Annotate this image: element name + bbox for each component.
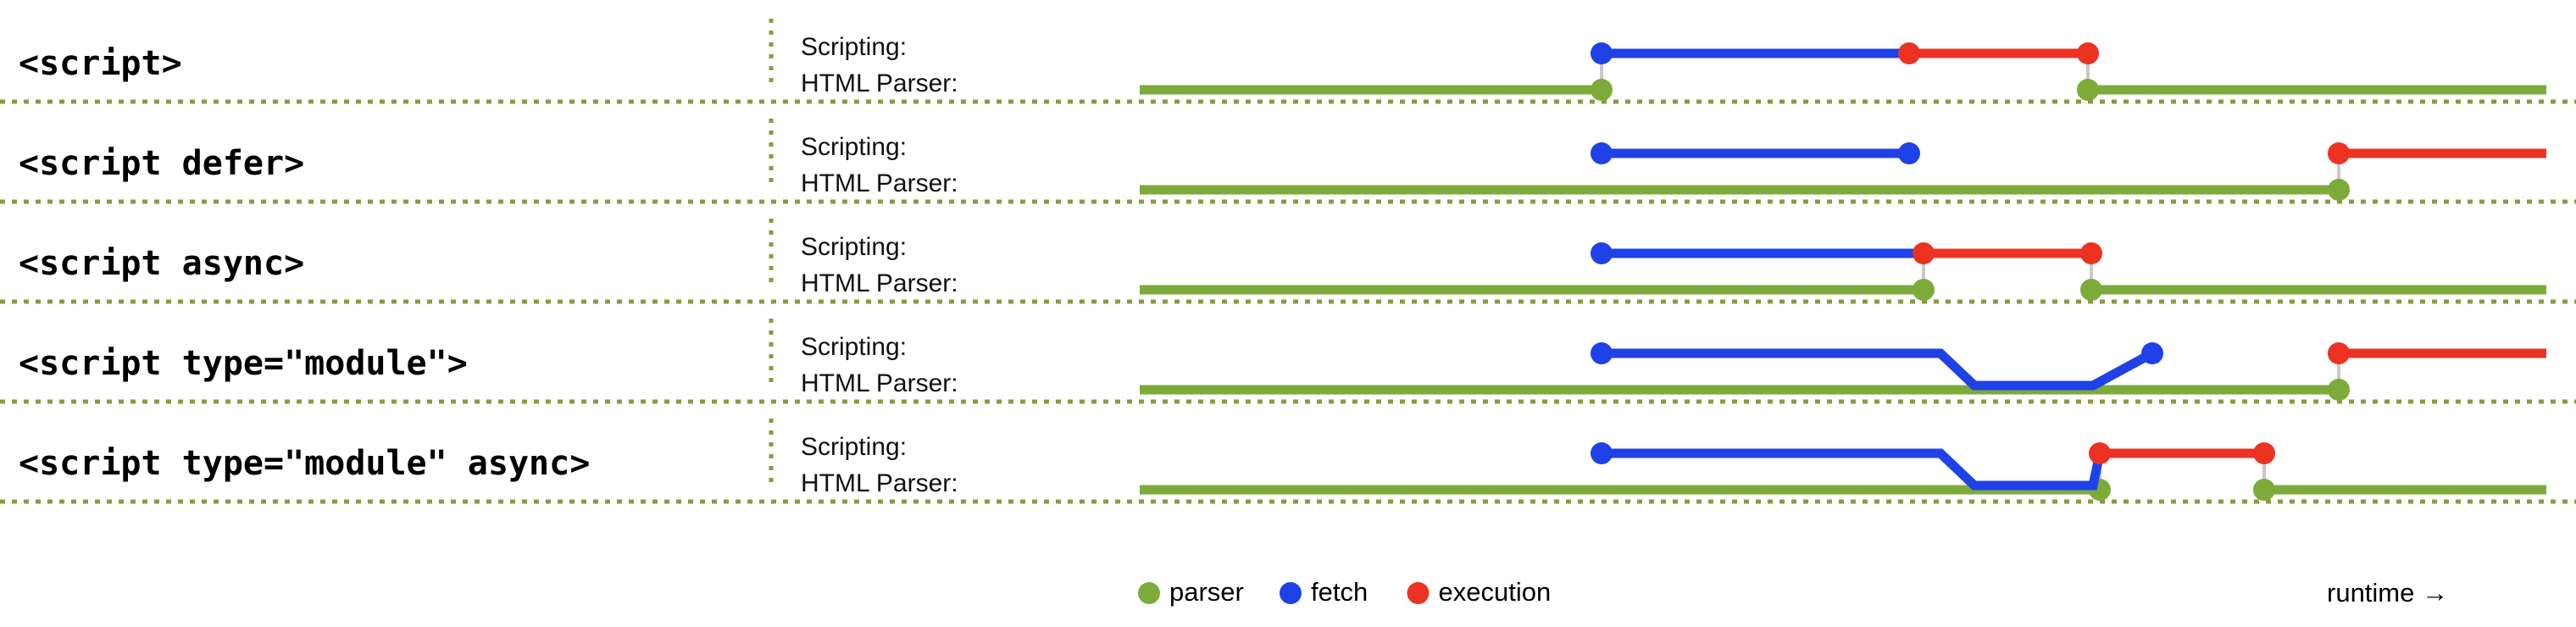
timeline-row: <script type="module"> Scripting: HTML Par… bbox=[19, 333, 2546, 401]
row-label-script-plain: <script> bbox=[19, 44, 182, 83]
fetch-dot bbox=[1898, 142, 1920, 164]
execution-dot bbox=[2328, 342, 2350, 364]
execution-dot bbox=[1898, 42, 1920, 64]
fetch-dot bbox=[1591, 442, 1613, 464]
track-label-scripting: Scripting: bbox=[801, 233, 907, 261]
track-label-html-parser: HTML Parser: bbox=[801, 369, 958, 397]
track-label-html-parser: HTML Parser: bbox=[801, 269, 958, 297]
timeline-row: <script defer> Scripting: HTML Parser: bbox=[19, 133, 2546, 201]
track-label-scripting: Scripting: bbox=[801, 133, 907, 161]
legend-label-parser: parser bbox=[1169, 577, 1244, 607]
legend-swatch-fetch bbox=[1280, 582, 1302, 604]
parser-dot bbox=[2328, 179, 2350, 201]
timeline-row: <script> Scripting: HTML Parser: bbox=[19, 33, 2546, 101]
row-label-script-defer: <script defer> bbox=[19, 144, 304, 183]
execution-dot bbox=[2080, 242, 2102, 264]
legend-label-fetch: fetch bbox=[1311, 577, 1368, 607]
execution-dot bbox=[2077, 42, 2099, 64]
row-label-script-module-async: <script type="module" async> bbox=[19, 444, 590, 483]
parser-dot bbox=[1591, 79, 1613, 101]
parser-dot bbox=[2077, 79, 2099, 101]
legend-swatch-parser bbox=[1138, 582, 1160, 604]
fetch-dot bbox=[1591, 242, 1613, 264]
row-label-script-module: <script type="module"> bbox=[19, 344, 468, 383]
parser-dot bbox=[2080, 279, 2102, 301]
module-fetch-zigzag bbox=[1602, 348, 2155, 391]
execution-dot bbox=[2328, 142, 2350, 164]
parser-dot bbox=[1913, 279, 1935, 301]
timeline-rows: <script>Scripting:HTML Parser:<script de… bbox=[19, 33, 2546, 501]
timeline-row: <script async> Scripting: HTML Parser: bbox=[19, 233, 2546, 301]
track-label-html-parser: HTML Parser: bbox=[801, 69, 958, 97]
fetch-dot bbox=[1591, 142, 1613, 164]
track-label-html-parser: HTML Parser: bbox=[801, 469, 958, 497]
track-label-scripting: Scripting: bbox=[801, 33, 907, 61]
legend-swatch-execution bbox=[1407, 582, 1430, 604]
execution-dot bbox=[2253, 442, 2275, 464]
module-fetch-zigzag bbox=[1602, 448, 2105, 491]
runtime-axis-label: runtime → bbox=[2327, 578, 2448, 608]
fetch-dot bbox=[1591, 42, 1613, 64]
fetch-dot bbox=[1591, 342, 1613, 364]
execution-dot bbox=[2089, 442, 2111, 464]
track-label-scripting: Scripting: bbox=[801, 333, 907, 361]
legend-label-execution: execution bbox=[1439, 577, 1552, 607]
timeline-row: <script type="module" async> Scripting: HT… bbox=[19, 433, 2546, 501]
legend: parser fetch execution runtime → bbox=[1138, 577, 2448, 608]
row-label-script-async: <script async> bbox=[19, 244, 304, 283]
parser-dot bbox=[2253, 479, 2275, 501]
execution-dot bbox=[1913, 242, 1935, 264]
fetch-dot bbox=[2141, 342, 2163, 364]
track-label-html-parser: HTML Parser: bbox=[801, 169, 958, 197]
parser-dot bbox=[2328, 379, 2350, 401]
row-dividers bbox=[0, 19, 2576, 504]
track-label-scripting: Scripting: bbox=[801, 433, 907, 461]
